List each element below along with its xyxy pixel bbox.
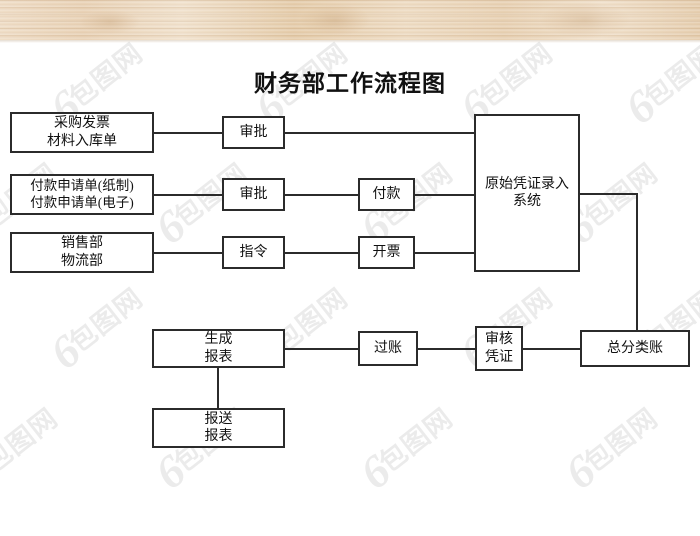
node-line: 过账 xyxy=(374,340,402,356)
edge-invoicing-to-voucher-entry xyxy=(413,252,476,254)
node-line: 总分类账 xyxy=(607,340,663,356)
edge-right-down-to-general-ledger xyxy=(636,193,638,332)
node-line: 报表 xyxy=(204,349,233,365)
edge-instruction-to-invoicing xyxy=(283,252,360,254)
node-line: 付款 xyxy=(372,186,401,202)
edge-approval2-to-payment xyxy=(283,194,360,196)
node-posting[interactable]: 过账 xyxy=(358,331,418,366)
node-line: 生成 xyxy=(204,332,233,348)
edge-generate-to-submit-report xyxy=(217,366,219,410)
node-approval-1[interactable]: 审批 xyxy=(222,116,285,149)
node-line: 材料入库单 xyxy=(47,133,117,149)
node-line: 凭证 xyxy=(485,349,513,365)
node-line: 付款申请单(纸制) xyxy=(30,178,134,194)
node-payment-request[interactable]: 付款申请单(纸制) 付款申请单(电子) xyxy=(10,174,154,215)
node-line: 销售部 xyxy=(61,236,103,252)
edge-approval1-to-voucher-entry xyxy=(283,132,476,134)
wood-texture-banner xyxy=(0,0,700,40)
node-audit-voucher[interactable]: 审核 凭证 xyxy=(475,326,523,371)
edge-payment-to-voucher-entry xyxy=(413,194,476,196)
node-line: 采购发票 xyxy=(54,116,110,132)
node-line: 开票 xyxy=(372,244,401,260)
node-general-ledger[interactable]: 总分类账 xyxy=(580,330,690,367)
node-line: 物流部 xyxy=(61,253,103,269)
node-line: 付款申请单(电子) xyxy=(30,194,134,210)
node-invoicing[interactable]: 开票 xyxy=(358,236,415,269)
node-line: 原始凭证录入 xyxy=(485,176,569,192)
node-line: 报表 xyxy=(204,429,233,444)
node-voucher-entry[interactable]: 原始凭证录入 系统 xyxy=(474,114,580,272)
node-line: 审批 xyxy=(239,186,268,202)
node-submit-report[interactable]: 报送 报表 xyxy=(152,408,285,448)
node-line: 审核 xyxy=(485,332,513,348)
edge-payment-request-to-approval2 xyxy=(152,194,224,196)
node-line: 系统 xyxy=(513,194,541,209)
edge-general-ledger-to-audit-voucher xyxy=(521,348,582,350)
edge-audit-voucher-to-posting xyxy=(416,348,477,350)
banner-shadow xyxy=(0,40,700,43)
node-approval-2[interactable]: 审批 xyxy=(222,178,285,211)
edge-sales-to-instruction xyxy=(152,252,224,254)
node-line: 指令 xyxy=(239,244,268,260)
node-sales-logistics[interactable]: 销售部 物流部 xyxy=(10,232,154,273)
edge-voucher-entry-to-right xyxy=(578,193,638,195)
node-purchase-invoice[interactable]: 采购发票 材料入库单 xyxy=(10,112,154,153)
edge-purchase-to-approval1 xyxy=(152,132,224,134)
node-line: 报送 xyxy=(204,411,233,427)
page-title: 财务部工作流程图 xyxy=(254,71,446,96)
node-line: 审批 xyxy=(239,124,268,140)
node-generate-report[interactable]: 生成 报表 xyxy=(152,329,285,368)
edge-posting-to-generate-report xyxy=(283,348,360,350)
node-payment[interactable]: 付款 xyxy=(358,178,415,211)
node-instruction[interactable]: 指令 xyxy=(222,236,285,269)
